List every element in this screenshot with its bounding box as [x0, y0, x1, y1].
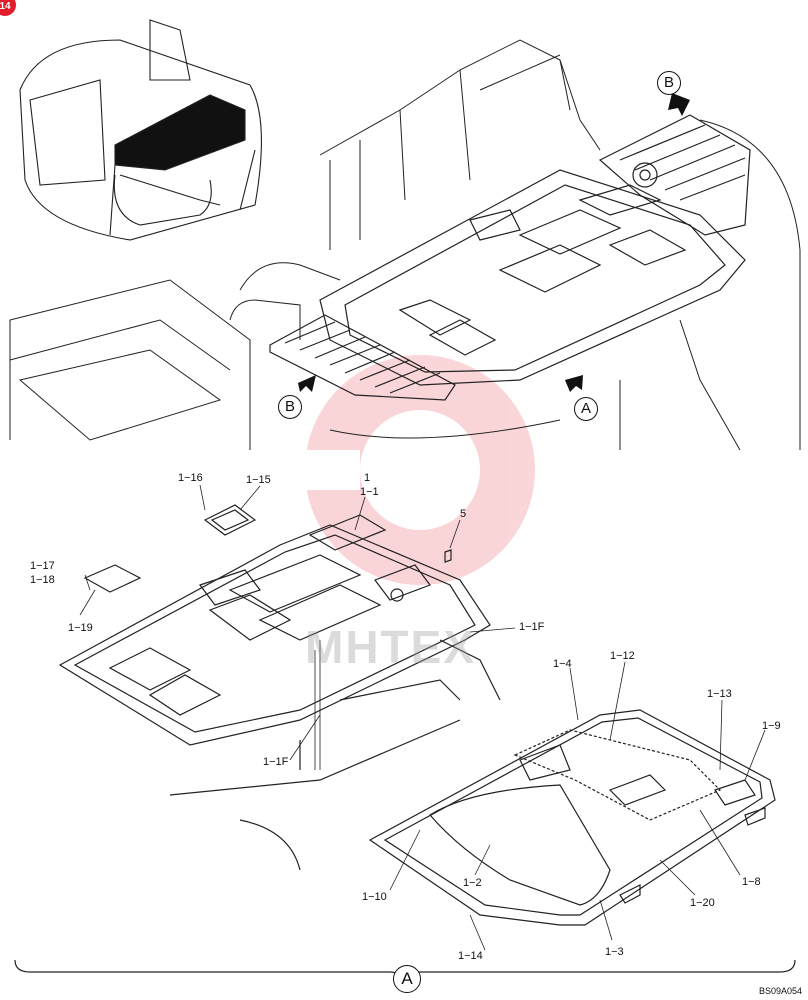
callout-1-1: 1−1: [360, 486, 379, 498]
watermark-gear: [300, 355, 535, 585]
callout-1-10: 1−10: [362, 891, 387, 903]
callout-1-8: 1−8: [742, 876, 761, 888]
callout-1-19: 1−19: [68, 622, 93, 634]
frame-outline: [9, 39, 801, 451]
callout-1-16: 1−16: [178, 472, 203, 484]
callout-1-4: 1−4: [553, 658, 572, 670]
page-badge: 14: [0, 0, 16, 16]
callout-1: 1: [364, 472, 371, 484]
view-arrows: [298, 93, 690, 392]
callout-5: 5: [460, 508, 467, 520]
callout-1-1f-top: 1−1F: [519, 621, 545, 633]
leader-lines-lower: [389, 661, 766, 951]
leader-lines-middle: [79, 484, 516, 770]
callout-1-12: 1−12: [610, 650, 635, 662]
view-b-label-left: B: [278, 395, 302, 419]
callout-1-3: 1−3: [605, 946, 624, 958]
overview-inset: [19, 19, 262, 241]
watermark-text: MHTEX: [305, 621, 476, 673]
view-b-label-top: B: [657, 71, 681, 95]
callout-1-14: 1−14: [458, 950, 483, 962]
callout-1-1f-bottom: 1−1F: [263, 756, 289, 768]
upper-floor-plate: [269, 114, 751, 401]
callout-1-13: 1−13: [707, 688, 732, 700]
callout-1-18: 1−18: [30, 574, 55, 586]
drawing-code: BS09A054: [758, 986, 802, 996]
callout-1-20: 1−20: [690, 897, 715, 909]
callout-1-15: 1−15: [246, 474, 271, 486]
middle-floor-plate: [58, 504, 501, 871]
view-a-label: A: [574, 397, 598, 421]
callout-1-9: 1−9: [762, 720, 781, 732]
callout-1-2: 1−2: [463, 877, 482, 889]
callout-1-17: 1−17: [30, 560, 55, 572]
view-a-bracket-label: A: [393, 965, 421, 993]
lower-cover-assembly: [368, 709, 776, 926]
